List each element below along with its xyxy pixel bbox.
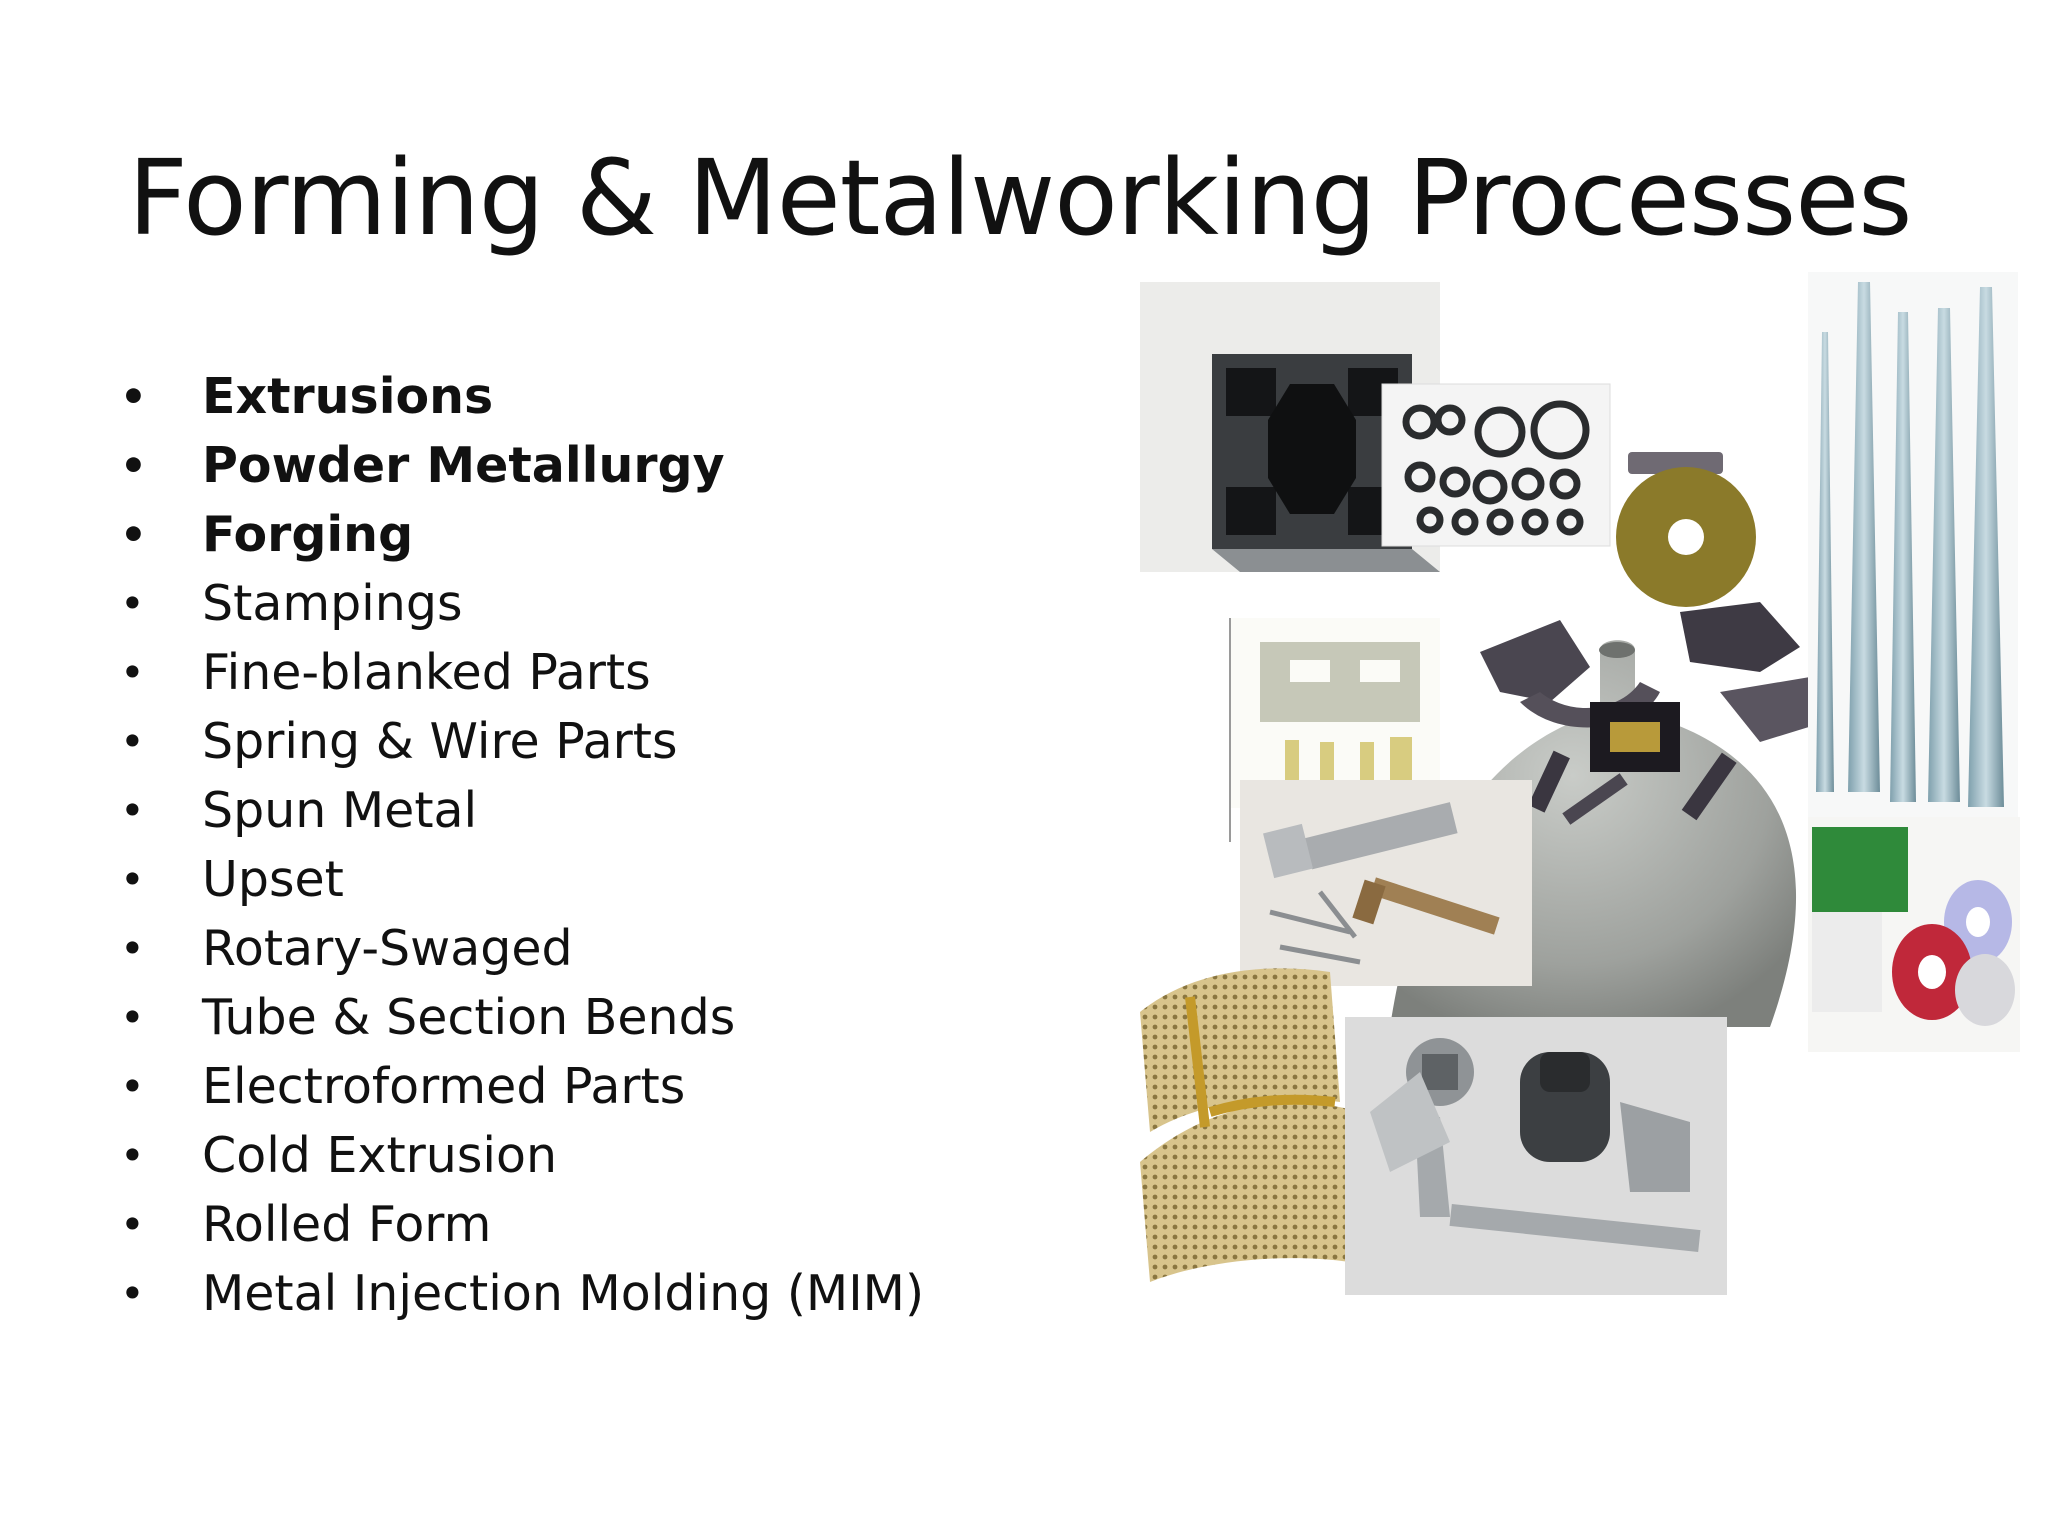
list-item: Spring & Wire Parts (120, 707, 924, 776)
electroformed-mesh-photo (1140, 968, 1360, 1282)
list-item: Upset (120, 845, 924, 914)
fine-blanked-brackets-photo (1229, 618, 1440, 842)
stamped-parts-photo (1480, 452, 1825, 825)
slide-title: Forming & Metalworking Processes (128, 137, 1912, 259)
list-item: Metal Injection Molding (MIM) (120, 1259, 924, 1328)
parts-collage (1140, 272, 2020, 1295)
process-list: Extrusions Powder Metallurgy Forging Sta… (120, 362, 924, 1328)
mim-parts-photo (1345, 1017, 1727, 1295)
swaged-rods-photo (1808, 272, 2018, 832)
list-item: Rolled Form (120, 1190, 924, 1259)
list-item: Extrusions (120, 362, 924, 431)
powder-metal-rings-photo (1381, 383, 1611, 547)
bolts-photo (1240, 780, 1532, 986)
list-item: Forging (120, 500, 924, 569)
list-item: Tube & Section Bends (120, 983, 924, 1052)
list-item: Cold Extrusion (120, 1121, 924, 1190)
list-item: Rotary-Swaged (120, 914, 924, 983)
list-item: Powder Metallurgy (120, 431, 924, 500)
rolled-coils-photo (1808, 817, 2020, 1052)
list-item: Spun Metal (120, 776, 924, 845)
list-item: Stampings (120, 569, 924, 638)
list-item: Electroformed Parts (120, 1052, 924, 1121)
list-item: Fine-blanked Parts (120, 638, 924, 707)
